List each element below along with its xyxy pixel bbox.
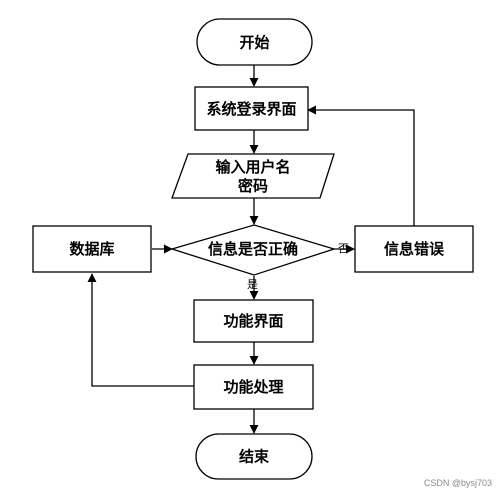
node-func-process-label: 功能处理 bbox=[223, 378, 283, 396]
node-error: 信息错误 bbox=[354, 225, 474, 273]
node-end: 结束 bbox=[195, 433, 313, 480]
node-login-label: 系统登录界面 bbox=[206, 100, 296, 118]
node-login: 系统登录界面 bbox=[194, 86, 309, 131]
edge-label-yes: 是 bbox=[247, 278, 258, 291]
edge-label-no: 否 bbox=[338, 242, 349, 255]
node-database: 数据库 bbox=[32, 225, 152, 273]
node-decision-label: 信息是否正确 bbox=[208, 240, 298, 258]
edge-error-to-login bbox=[307, 105, 415, 226]
node-input-label-line1: 输入用户名 bbox=[215, 158, 290, 176]
node-error-label: 信息错误 bbox=[384, 240, 445, 258]
edges bbox=[87, 65, 415, 434]
node-start: 开始 bbox=[196, 18, 313, 66]
edge-func-process-to-database bbox=[87, 273, 194, 387]
node-input-label-line2: 密码 bbox=[238, 177, 268, 195]
node-input: 输入用户名 密码 bbox=[171, 153, 335, 199]
node-end-label: 结束 bbox=[239, 448, 270, 466]
node-start-label: 开始 bbox=[239, 34, 269, 52]
node-decision: 信息是否正确 bbox=[169, 224, 337, 276]
watermark: CSDN @bysj703 bbox=[424, 478, 492, 488]
node-func-ui: 功能界面 bbox=[193, 299, 314, 343]
node-func-process: 功能处理 bbox=[193, 364, 314, 410]
node-database-label: 数据库 bbox=[69, 240, 114, 258]
node-func-ui-label: 功能界面 bbox=[223, 312, 283, 330]
